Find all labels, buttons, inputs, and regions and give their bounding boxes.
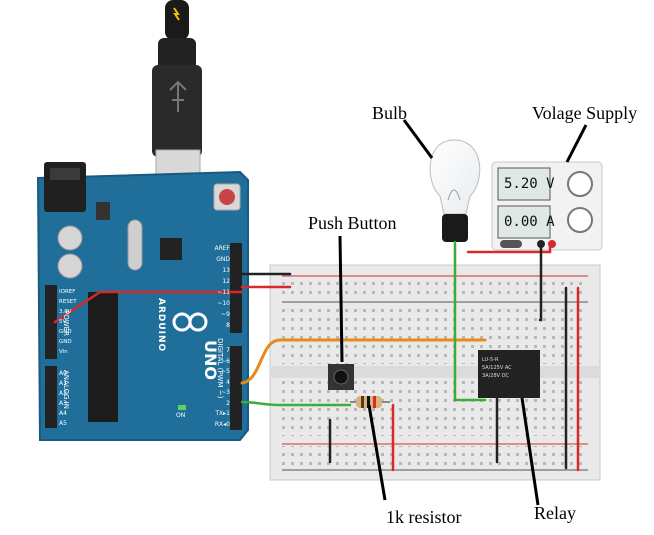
wire-black-supply: [538, 242, 543, 322]
button-leader-line: [338, 235, 344, 363]
capacitor: [57, 253, 83, 279]
pin-label: 12: [222, 278, 230, 285]
pin-label: ~11: [217, 289, 230, 296]
pin-label: 8: [226, 322, 230, 329]
push-button-label: Push Button: [308, 213, 397, 233]
bulb-leader-line: [402, 119, 434, 159]
atmega-chip: [88, 292, 118, 422]
pin-label: 5V: [59, 319, 67, 325]
pin-label: 13: [222, 267, 230, 274]
bulb-label: Bulb: [372, 103, 408, 123]
relay-text: LU-5-R 5A/125V AC 3A/28V DC: [482, 356, 512, 380]
pin-label: 3.3V: [59, 309, 72, 315]
pin-label: A3: [59, 400, 67, 407]
wire-red-supply: [466, 242, 552, 254]
pin-label: RESET: [59, 299, 77, 305]
voltage-knob[interactable]: [567, 171, 593, 197]
wire-green-signal: [240, 400, 352, 407]
pin-label: RX◂0: [214, 420, 230, 428]
wire-green-bulb: [453, 240, 487, 402]
usb-logo-icon: [173, 7, 180, 21]
capacitor: [57, 225, 83, 251]
pin-label: ~10: [217, 300, 230, 307]
pin-label: A5: [59, 420, 67, 427]
relay: [478, 350, 540, 398]
arduino-logo-icon: [172, 312, 208, 332]
relay-rating-dc: 3A/28V DC: [482, 373, 509, 379]
wire-5v: [53, 290, 244, 324]
current-knob[interactable]: [567, 207, 593, 233]
wires: [53, 240, 580, 472]
pin-label: A4: [59, 410, 67, 417]
callout-lines: [338, 119, 588, 506]
usb-chip: [160, 238, 182, 260]
digital-header-top: [230, 243, 242, 333]
reset-button-cap[interactable]: [219, 189, 235, 205]
wire-orange: [240, 338, 487, 385]
power-switch[interactable]: [500, 240, 522, 248]
pin-label: A0: [59, 370, 67, 377]
arduino-uno-board: [36, 162, 249, 441]
relay-leader-line: [520, 397, 540, 506]
digital-header-bottom: [230, 346, 242, 430]
relay-rating-ac: 5A/125V AC: [482, 365, 512, 371]
crystal-oscillator: [127, 219, 143, 271]
on-led-label: ON: [176, 412, 186, 419]
pin-label: 7: [226, 347, 230, 354]
relay-model: LU-5-R: [482, 357, 499, 363]
voltage-supply-label: Volage Supply: [532, 103, 638, 123]
voltage-display: [497, 167, 551, 201]
resistor-label: 1k resistor: [386, 507, 462, 527]
breadboard: [269, 264, 601, 481]
pin-label: GND: [59, 339, 72, 345]
on-led: [178, 405, 186, 410]
power-header: [45, 285, 57, 359]
pin-label: AREF: [214, 245, 230, 252]
pin-label: ~3: [221, 389, 230, 396]
current-readout: 0.00 A: [504, 214, 555, 230]
pin-label: TX▸1: [215, 410, 230, 417]
pin-label: ~5: [221, 368, 230, 375]
relay-label: Relay: [534, 503, 576, 523]
pin-label: 4: [226, 378, 230, 386]
current-display: [497, 205, 551, 239]
power-pin-labels: IOREF RESET 3.3V 5V GND GND Vin: [59, 287, 77, 357]
analog-pin-labels: A0 A1 A2 A3 A4 A5: [59, 369, 67, 429]
bulb-socket: [442, 214, 468, 242]
arduino-brand: ARDUINO: [156, 298, 166, 353]
pin-label: 2: [226, 399, 230, 407]
supply-leader-line: [565, 124, 588, 163]
pin-label: IOREF: [59, 289, 76, 295]
push-button[interactable]: [328, 364, 354, 390]
resistor-1k: [350, 396, 390, 408]
light-bulb: [429, 139, 481, 242]
resistor-leader-line: [367, 404, 387, 501]
pin-label: A1: [59, 380, 67, 387]
pin-label: A2: [59, 390, 67, 397]
pin-label: Vin: [59, 349, 68, 355]
pin-label: GND: [216, 256, 230, 263]
voltage-readout: 5.20 V: [504, 176, 555, 192]
digital-pin-labels-bottom: 7 ~6 ~5 4 ~3 2 TX▸1 RX◂0: [204, 346, 230, 430]
digital-pin-labels-top: AREF GND 13 12 ~11 ~10 ~9 8: [204, 243, 230, 331]
pin-label: ~9: [221, 311, 230, 318]
analog-header: [45, 366, 57, 428]
pin-label: ~6: [221, 357, 230, 365]
pin-label: GND: [59, 329, 72, 335]
power-supply: [491, 161, 603, 251]
